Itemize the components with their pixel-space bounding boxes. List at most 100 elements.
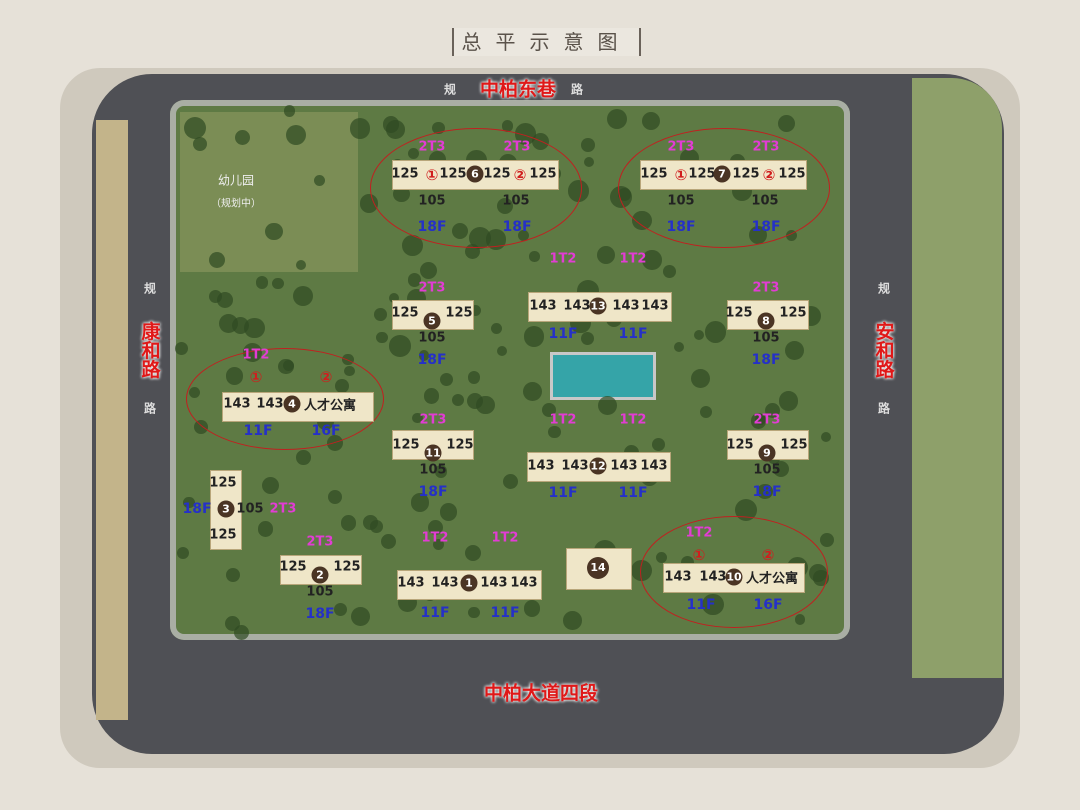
unit-area: 125: [439, 166, 467, 182]
unit-marker-2: ②: [319, 368, 333, 386]
tree-icon: [597, 396, 617, 416]
tree-icon: [286, 124, 307, 145]
tree-icon: [794, 614, 806, 625]
building-type: 1T2: [619, 412, 647, 428]
tree-icon: [548, 425, 561, 439]
unit-area: 143: [610, 458, 638, 474]
building-number-marker: 10: [725, 568, 743, 586]
building-type: 1T2: [549, 412, 577, 428]
floor-count: 18F: [751, 352, 781, 368]
highlight-ring: [618, 128, 830, 248]
tree-icon: [432, 538, 445, 551]
unit-area: 105: [419, 462, 447, 478]
tree-icon: [176, 546, 189, 559]
floor-count: 11F: [420, 605, 450, 621]
building-type: 2T3: [753, 412, 781, 428]
tree-icon: [501, 120, 513, 132]
tree-icon: [750, 413, 767, 429]
kindergarten-lot: [180, 112, 358, 272]
tree-icon: [224, 615, 241, 631]
unit-marker-2: ②: [762, 166, 776, 184]
unit-marker-1: ①: [249, 368, 263, 386]
unit-area: 125: [209, 475, 237, 491]
tree-icon: [663, 265, 677, 279]
building-type: 1T2: [421, 530, 449, 546]
floor-count: 18F: [666, 219, 696, 235]
building-number-marker: 12: [589, 457, 607, 475]
east-green-belt: [912, 78, 1002, 678]
tree-icon: [208, 289, 222, 303]
unit-area: 125: [529, 166, 557, 182]
unit-area: 143: [431, 575, 459, 591]
tree-icon: [642, 250, 662, 270]
tree-icon: [370, 520, 384, 533]
tree-icon: [313, 175, 325, 187]
tree-icon: [234, 625, 250, 641]
tree-icon: [376, 332, 388, 344]
tree-icon: [773, 460, 790, 477]
tree-icon: [428, 520, 444, 536]
tree-icon: [175, 341, 189, 355]
north-road-name: 中柏东巷: [479, 78, 557, 101]
unit-area: 125: [732, 166, 760, 182]
building-type: 2T3: [752, 139, 780, 155]
tree-icon: [440, 503, 458, 521]
tree-icon: [581, 138, 595, 152]
unit-area: 125: [279, 559, 307, 575]
unit-area: 125: [779, 305, 807, 321]
tree-icon: [778, 391, 799, 411]
tree-icon: [467, 370, 481, 384]
clubhouse-marker: 14: [587, 557, 609, 579]
tree-icon: [583, 157, 594, 168]
tree-icon: [418, 350, 430, 361]
unit-area: 125: [688, 166, 716, 182]
unit-marker-1: ①: [425, 166, 439, 184]
tree-icon: [757, 483, 773, 500]
tree-icon: [778, 115, 795, 132]
tree-icon: [292, 285, 313, 306]
tree-icon: [419, 261, 438, 280]
unit-area: 125: [209, 527, 237, 543]
unit-area: 143: [561, 458, 589, 474]
unit-area: 105: [752, 330, 780, 346]
talent-apartment-label: 人才公寓: [303, 398, 357, 414]
tree-icon: [389, 335, 411, 357]
unit-area: 105: [418, 330, 446, 346]
unit-area: 143: [699, 569, 727, 585]
tree-icon: [340, 515, 357, 531]
tree-icon: [386, 120, 405, 139]
tree-icon: [272, 277, 284, 290]
tree-icon: [244, 317, 265, 339]
floor-count: 11F: [490, 605, 520, 621]
tree-icon: [691, 368, 711, 388]
east-road-suffix: 路: [877, 401, 891, 416]
unit-area: 143: [563, 298, 591, 314]
building-type: 2T3: [269, 501, 297, 517]
unit-area: 143: [480, 575, 508, 591]
building-type: 1T2: [549, 251, 577, 267]
west-road-prefix: 规: [143, 281, 157, 296]
north-road-prefix: 规: [443, 82, 457, 97]
tree-icon: [225, 567, 241, 582]
tree-icon: [529, 251, 540, 262]
building-type: 1T2: [491, 530, 519, 546]
building-type: 1T2: [242, 347, 270, 363]
unit-area: 143: [256, 396, 284, 412]
tree-icon: [349, 117, 371, 139]
talent-apartment-label: 人才公寓: [745, 571, 799, 587]
tree-icon: [219, 313, 239, 333]
page-title: 总平示意图: [452, 28, 641, 56]
central-water-feature: [550, 352, 656, 400]
building-number-marker: 1: [460, 574, 478, 592]
unit-marker-2: ②: [513, 166, 527, 184]
unit-area: 125: [778, 166, 806, 182]
floor-count: 11F: [548, 485, 578, 501]
tree-icon: [183, 496, 195, 509]
tree-icon: [734, 499, 757, 522]
unit-area: 143: [612, 298, 640, 314]
building-type: 1T2: [619, 251, 647, 267]
tree-icon: [295, 259, 306, 270]
floor-count: 16F: [311, 423, 341, 439]
tree-icon: [523, 326, 545, 348]
floor-count: 18F: [751, 219, 781, 235]
